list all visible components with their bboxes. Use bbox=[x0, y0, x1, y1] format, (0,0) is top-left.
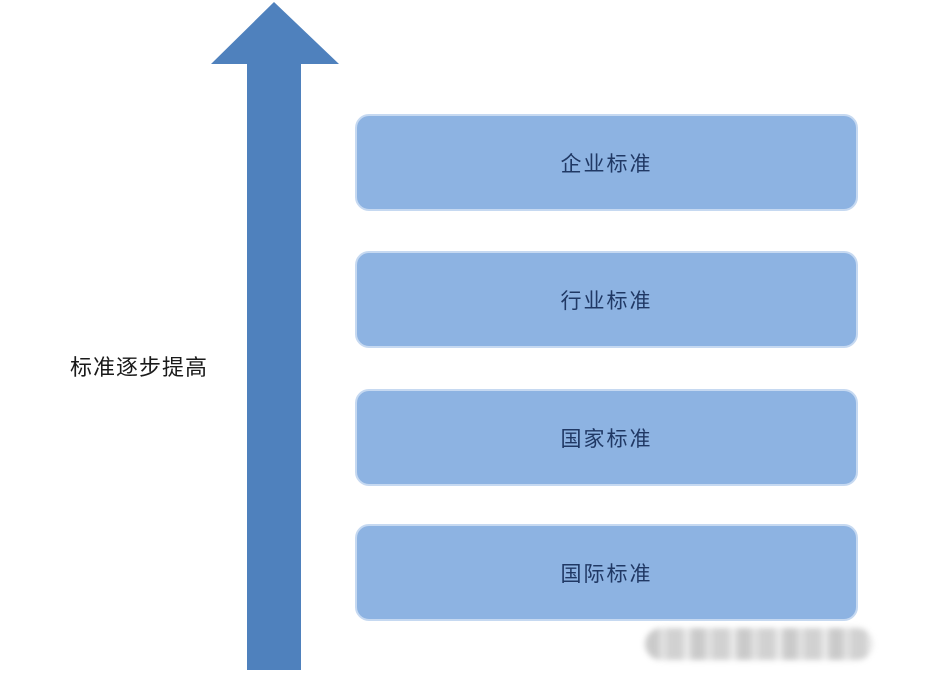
level-box-enterprise: 企业标准 bbox=[355, 114, 858, 211]
level-box-label: 行业标准 bbox=[560, 288, 653, 313]
level-box-label: 国家标准 bbox=[560, 426, 653, 451]
watermark bbox=[645, 628, 873, 660]
level-box-industry: 行业标准 bbox=[355, 251, 858, 348]
level-box-label: 国际标准 bbox=[560, 561, 653, 586]
axis-label: 标准逐步提高 bbox=[70, 356, 209, 381]
up-arrow-shape bbox=[211, 2, 339, 670]
level-box-national: 国家标准 bbox=[355, 389, 858, 486]
level-box-label: 企业标准 bbox=[560, 151, 653, 176]
level-box-international: 国际标准 bbox=[355, 524, 858, 621]
